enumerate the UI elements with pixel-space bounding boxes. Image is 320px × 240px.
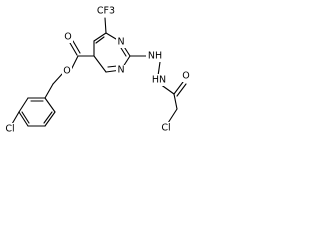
hydrazine-nh-label: NH [148, 51, 162, 62]
bond-ring-inner-b [43, 111, 53, 124]
bond-ch2-ring [44, 83, 54, 99]
bond-ester-c-o-double-a [69, 42, 78, 56]
bond-o-ch2 [52, 72, 64, 85]
bond-ring-cl [11, 111, 20, 125]
bond-ring-inner-c [21, 111, 30, 124]
bond-ring-4-5 [18, 111, 29, 127]
alkyl-chlorine-label: Cl [161, 123, 170, 134]
bond-cf3-c4 [104, 17, 107, 34]
ester-ether-oxygen-label: O [63, 66, 70, 77]
bond-ring-5-6 [18, 97, 29, 113]
bond-n1-c6-double [107, 65, 118, 68]
hydrazine-hn-label: HN [152, 75, 166, 86]
ester-carbonyl-oxygen-label: O [64, 32, 71, 43]
bond-ring-1-2 [44, 97, 56, 113]
bond-co-o-a [173, 81, 184, 95]
cf3-label: CF3 [97, 6, 115, 17]
bond-c4-c5 [93, 32, 107, 42]
bond-co-ch2 [173, 93, 178, 110]
aryl-chlorine-label: Cl [5, 124, 14, 135]
ring-nitrogen-bottom-label: N [117, 65, 124, 76]
bond-nh-hn [157, 61, 161, 77]
ring-nitrogen-top-label: N [117, 37, 124, 48]
bond-c6-c5 [93, 55, 107, 73]
bond-ring-2-3 [44, 111, 56, 127]
bond-layer [11, 17, 187, 127]
label-layer: CF3 O O N N NH HN O Cl Cl [3, 5, 191, 135]
bond-ester-c-o-single [70, 55, 79, 71]
chemical-structure-diagram: CF3 O O N N NH HN O Cl Cl [3, 5, 191, 135]
bond-co-o-b [176, 83, 187, 97]
amide-oxygen-label: O [182, 71, 189, 82]
bond-ester-c-o-double-b [72, 40, 81, 54]
bond-ch2-cl [167, 108, 178, 124]
bond-n3-c2-double [120, 47, 127, 57]
bond-c4-c5-double [95, 36, 105, 44]
